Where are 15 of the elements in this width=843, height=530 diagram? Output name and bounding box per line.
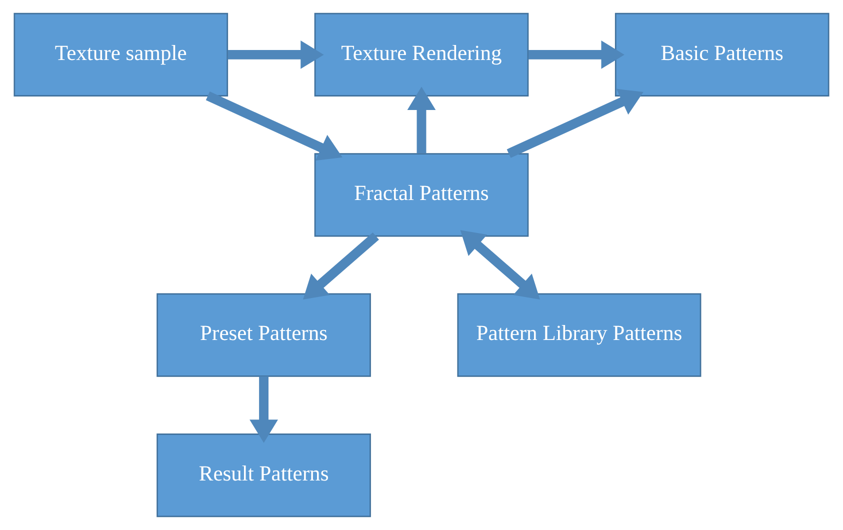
arrow bbox=[206, 92, 342, 161]
arrow bbox=[528, 40, 624, 69]
arrow bbox=[506, 88, 644, 158]
arrow bbox=[250, 376, 278, 443]
node-box: Fractal Patterns bbox=[314, 153, 529, 237]
arrow bbox=[407, 86, 436, 154]
node-box: Result Patterns bbox=[156, 434, 371, 518]
arrow bbox=[228, 40, 324, 69]
node-box: Texture sample bbox=[14, 12, 228, 96]
node-box: Basic Patterns bbox=[614, 12, 830, 96]
node-box: Preset Patterns bbox=[156, 293, 371, 377]
node-box: Pattern Library Patterns bbox=[457, 293, 702, 377]
arrow bbox=[303, 232, 379, 300]
node-box: Texture Rendering bbox=[314, 12, 529, 96]
arrow bbox=[460, 230, 540, 300]
